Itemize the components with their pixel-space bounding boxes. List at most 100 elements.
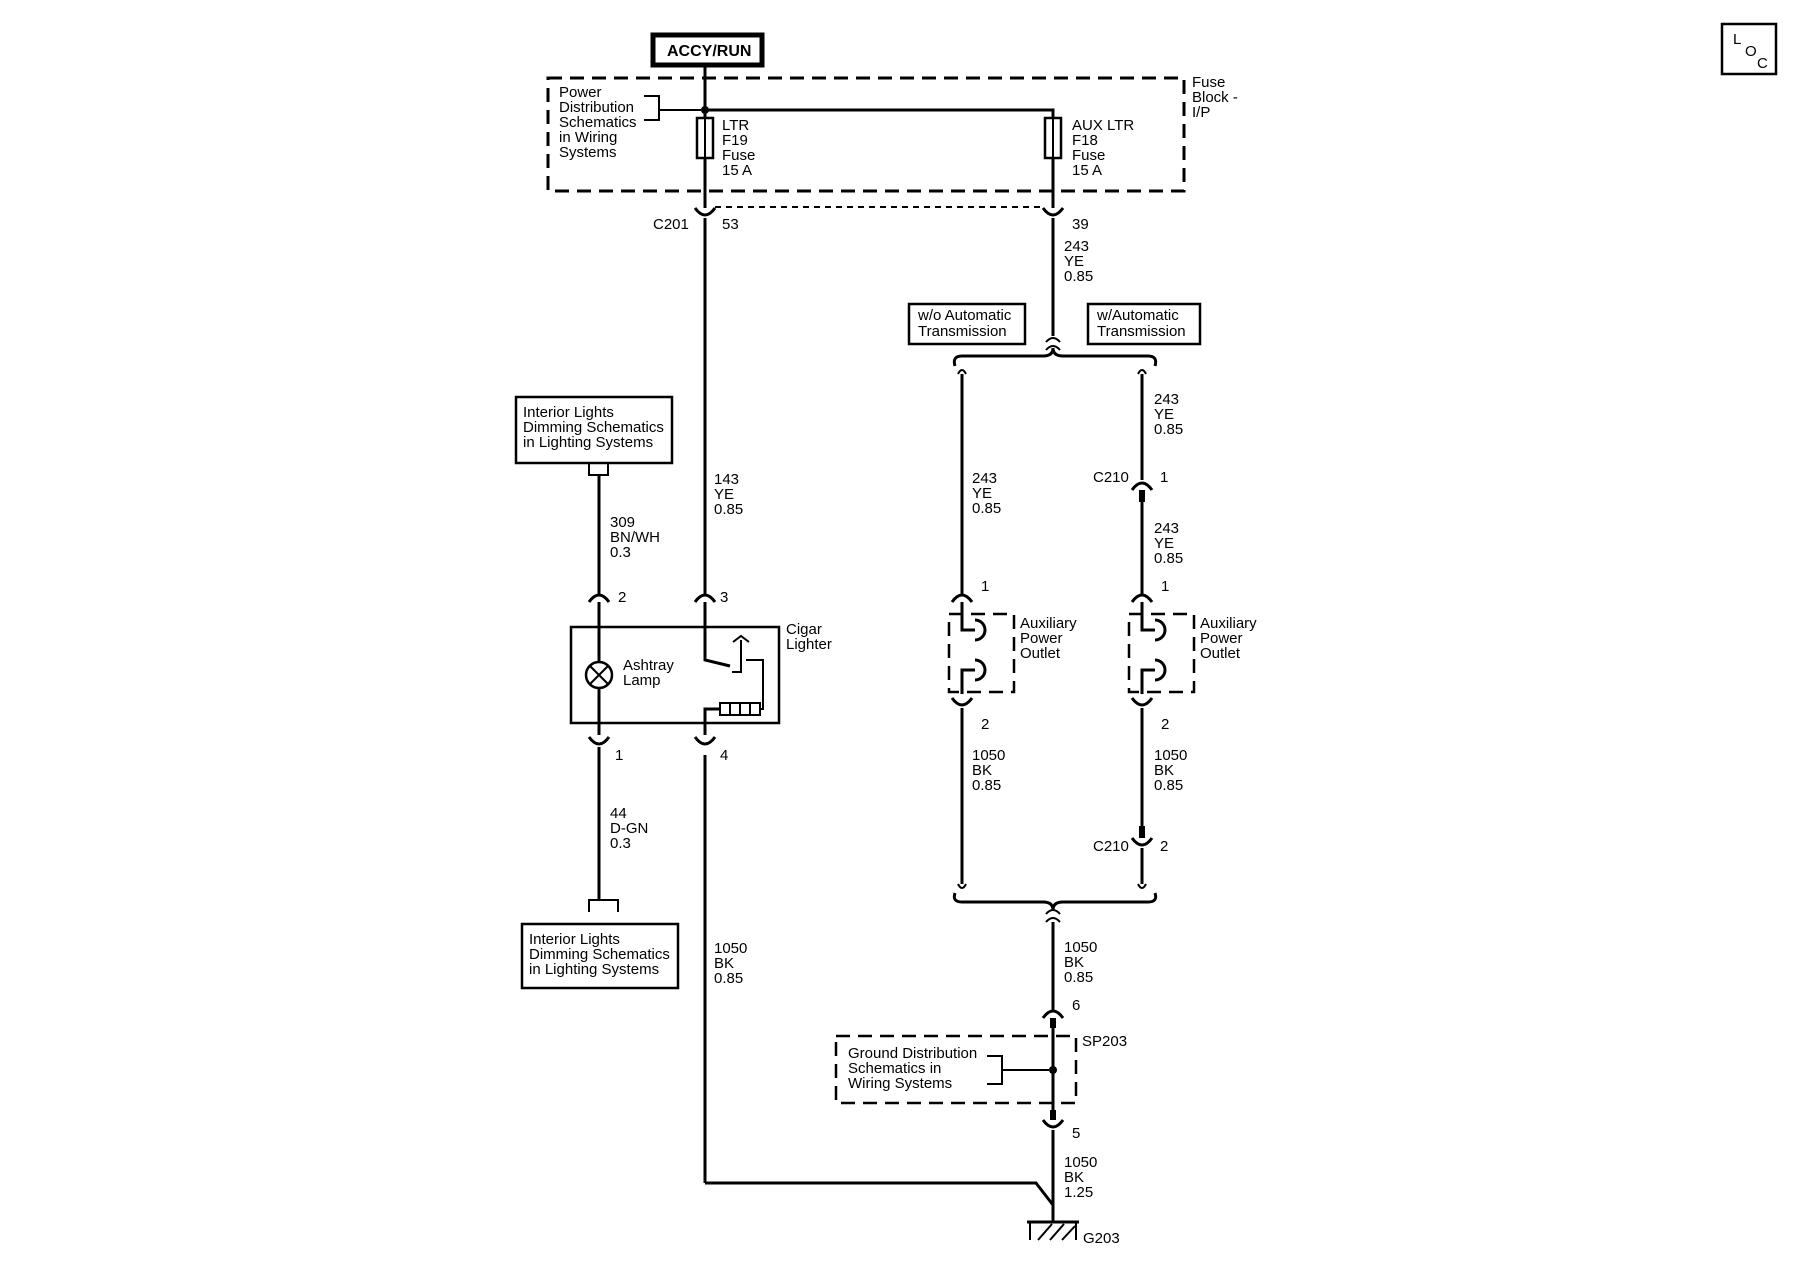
svg-text:YE: YE: [714, 486, 734, 503]
svg-text:I/P: I/P: [1192, 104, 1210, 121]
svg-text:Power: Power: [1200, 630, 1243, 647]
svg-text:Cigar: Cigar: [786, 621, 822, 638]
svg-text:0.85: 0.85: [972, 777, 1001, 794]
svg-text:Dimming Schematics: Dimming Schematics: [523, 419, 664, 436]
svg-text:Power: Power: [559, 84, 602, 101]
svg-text:15 A: 15 A: [1072, 162, 1102, 179]
svg-text:53: 53: [722, 216, 739, 233]
svg-text:243: 243: [1154, 391, 1179, 408]
svg-text:w/o Automatic: w/o Automatic: [917, 307, 1012, 324]
svg-text:Auxiliary: Auxiliary: [1200, 615, 1257, 632]
svg-text:BK: BK: [1154, 762, 1174, 779]
svg-text:1050: 1050: [1064, 939, 1097, 956]
svg-text:2: 2: [1160, 838, 1168, 855]
fuse-block-outline: [546, 76, 1186, 193]
svg-text:1: 1: [1160, 469, 1168, 486]
svg-text:in Lighting Systems: in Lighting Systems: [529, 961, 659, 978]
wire-309-bn-wh: 309 BN/WH 0.3: [587, 475, 660, 603]
svg-text:Fuse: Fuse: [1072, 147, 1105, 164]
svg-text:4: 4: [720, 747, 728, 764]
svg-text:0.85: 0.85: [714, 970, 743, 987]
svg-text:1: 1: [1161, 578, 1169, 595]
svg-text:Schematics: Schematics: [559, 114, 637, 131]
splice-sp203: SP203 Ground Distribution Schematics in …: [834, 1028, 1127, 1110]
svg-text:Outlet: Outlet: [1200, 645, 1241, 662]
svg-text:0.3: 0.3: [610, 544, 631, 561]
svg-text:BK: BK: [972, 762, 992, 779]
svg-text:Transmission: Transmission: [1097, 323, 1186, 340]
svg-text:YE: YE: [1064, 253, 1084, 270]
fuse-f19: LTR F19 Fuse 15 A: [695, 116, 755, 179]
left-aux-ground-wire: 1050 BK 0.85: [960, 708, 1005, 884]
svg-text:0.85: 0.85: [1154, 777, 1183, 794]
svg-text:1050: 1050: [714, 940, 747, 957]
svg-text:Interior Lights: Interior Lights: [529, 931, 620, 948]
ashtray-cigar-lighter: 2 3 Ashtray Lamp Cigar Lighter 1 4: [569, 589, 832, 764]
svg-text:F19: F19: [722, 132, 748, 149]
svg-text:3: 3: [720, 589, 728, 606]
svg-text:YE: YE: [1154, 535, 1174, 552]
svg-text:1050: 1050: [972, 747, 1005, 764]
svg-text:in Lighting Systems: in Lighting Systems: [523, 434, 653, 451]
right-aux-branch: 243 YE 0.85 C210 1 243 YE 0.85 1: [1093, 374, 1183, 603]
svg-text:Ground Distribution: Ground Distribution: [848, 1045, 977, 1062]
svg-text:YE: YE: [1154, 406, 1174, 423]
svg-text:2: 2: [1161, 716, 1169, 733]
svg-text:Lamp: Lamp: [623, 672, 661, 689]
svg-text:0.85: 0.85: [714, 501, 743, 518]
wire-44-d-gn: 44 D-GN 0.3: [588, 747, 648, 912]
wire-1050-ground: 5 1050 BK 1.25: [1041, 1110, 1097, 1222]
svg-text:Auxiliary: Auxiliary: [1020, 615, 1077, 632]
wire-1050-cigar-ground: 1050 BK 0.85: [703, 755, 1055, 1206]
svg-text:Fuse: Fuse: [1192, 74, 1225, 91]
aux-outlet-left: Auxiliary Power Outlet 2: [947, 602, 1077, 733]
loc-symbol: L O C: [1720, 22, 1778, 76]
svg-text:w/Automatic: w/Automatic: [1096, 307, 1179, 324]
svg-text:Transmission: Transmission: [918, 323, 1007, 340]
svg-text:0.85: 0.85: [1154, 550, 1183, 567]
svg-text:Ashtray: Ashtray: [623, 657, 674, 674]
svg-text:Fuse: Fuse: [722, 147, 755, 164]
right-aux-ground-wire: 1050 BK 0.85 C210 2: [1093, 708, 1187, 884]
svg-text:BK: BK: [714, 955, 734, 972]
svg-text:C210: C210: [1093, 838, 1129, 855]
svg-text:LTR: LTR: [722, 117, 749, 134]
svg-text:Systems: Systems: [559, 144, 617, 161]
svg-text:F18: F18: [1072, 132, 1098, 149]
svg-text:0.85: 0.85: [1064, 268, 1093, 285]
fuse-block-label: Fuse Block - I/P: [1192, 74, 1238, 121]
power-distribution-reference: Power Distribution Schematics in Wiring …: [559, 84, 701, 161]
svg-text:Block -: Block -: [1192, 89, 1238, 106]
svg-text:1.25: 1.25: [1064, 1184, 1093, 1201]
svg-text:0.85: 0.85: [1064, 969, 1093, 986]
svg-text:6: 6: [1072, 997, 1080, 1014]
loc-letter-l: L: [1733, 31, 1741, 48]
svg-text:0.85: 0.85: [972, 500, 1001, 517]
option-bracket-bottom: [952, 883, 1158, 923]
interior-lights-ref-bottom: Interior Lights Dimming Schematics in Li…: [520, 922, 680, 990]
svg-text:1: 1: [981, 578, 989, 595]
svg-text:BK: BK: [1064, 1169, 1084, 1186]
svg-text:2: 2: [981, 716, 989, 733]
wire-243-ye-main: [1041, 158, 1065, 351]
aux-outlet-right: Auxiliary Power Outlet 2: [1127, 602, 1257, 733]
svg-text:C210: C210: [1093, 469, 1129, 486]
svg-text:YE: YE: [972, 485, 992, 502]
svg-text:1: 1: [615, 747, 623, 764]
svg-text:5: 5: [1072, 1125, 1080, 1142]
fuse-f18: AUX LTR F18 Fuse 15 A: [1043, 116, 1134, 179]
svg-text:Outlet: Outlet: [1020, 645, 1061, 662]
svg-text:2: 2: [618, 589, 626, 606]
svg-text:SP203: SP203: [1082, 1033, 1127, 1050]
svg-text:1050: 1050: [1064, 1154, 1097, 1171]
svg-text:Dimming Schematics: Dimming Schematics: [529, 946, 670, 963]
svg-text:in Wiring: in Wiring: [559, 129, 617, 146]
svg-text:D-GN: D-GN: [610, 820, 648, 837]
svg-text:AUX LTR: AUX LTR: [1072, 117, 1134, 134]
wire-243-top-label: 243 YE 0.85: [1064, 238, 1093, 285]
ground-g203: G203: [1027, 1220, 1120, 1247]
svg-text:Schematics in: Schematics in: [848, 1060, 941, 1077]
svg-text:243: 243: [972, 470, 997, 487]
option-without-automatic: w/o Automatic Transmission: [907, 302, 1027, 346]
